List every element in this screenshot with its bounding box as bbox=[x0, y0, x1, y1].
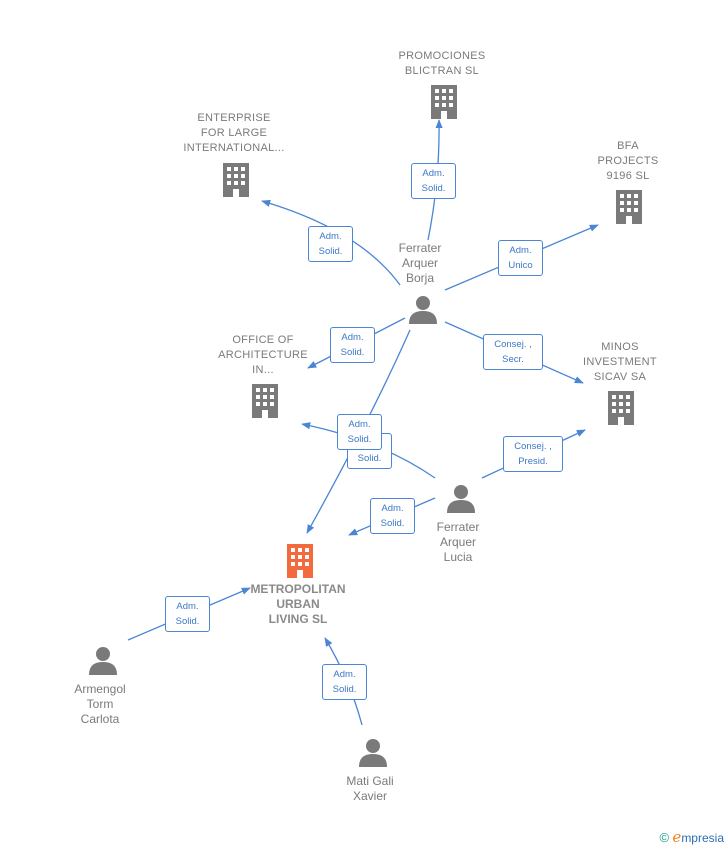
company-label-office[interactable]: OFFICE OF ARCHITECTURE IN... bbox=[218, 334, 308, 376]
enterprise-building-icon[interactable] bbox=[223, 163, 249, 197]
copyright-icon: © bbox=[659, 830, 670, 845]
edge-label-lucia-metropolitan: Adm. Solid. bbox=[370, 498, 415, 534]
metropolitan-building-icon[interactable] bbox=[287, 544, 313, 578]
edge-label-borja-office: Adm. Solid. bbox=[330, 327, 375, 363]
promociones-building-icon[interactable] bbox=[431, 85, 457, 119]
bfa-building-icon[interactable] bbox=[616, 190, 642, 224]
brand-initial: e bbox=[672, 828, 682, 846]
office-building-icon[interactable] bbox=[252, 384, 278, 418]
mati-person-icon[interactable] bbox=[359, 739, 387, 767]
minos-building-icon[interactable] bbox=[608, 391, 634, 425]
edge-label-mati-metropolitan: Adm. Solid. bbox=[322, 664, 367, 700]
borja-person-icon[interactable] bbox=[409, 296, 437, 324]
edge-label-borja-promociones: Adm. Solid. bbox=[411, 163, 456, 199]
edge-label-borja-enterprise: Adm. Solid. bbox=[308, 226, 353, 262]
company-label-bfa[interactable]: BFA PROJECTS 9196 SL bbox=[597, 140, 659, 182]
edge-label-borja-bfa: Adm. Unico bbox=[498, 240, 543, 276]
company-label-enterprise[interactable]: ENTERPRISE FOR LARGE INTERNATIONAL... bbox=[183, 112, 285, 154]
person-label-borja[interactable]: Ferrater Arquer Borja bbox=[398, 241, 442, 285]
company-label-promociones[interactable]: PROMOCIONES BLICTRAN SL bbox=[398, 50, 486, 77]
lucia-person-icon[interactable] bbox=[447, 485, 475, 513]
person-label-armengol[interactable]: Armengol Torm Carlota bbox=[74, 682, 126, 726]
company-label-metropolitan[interactable]: METROPOLITAN URBAN LIVING SL bbox=[250, 582, 346, 626]
armengol-person-icon[interactable] bbox=[89, 647, 117, 675]
person-label-mati[interactable]: Mati Gali Xavier bbox=[346, 774, 394, 803]
brand-name: mpresia bbox=[681, 831, 724, 845]
edge-label-borja-minos: Consej. , Secr. bbox=[483, 334, 543, 370]
edge-label-armengol-metropolitan: Adm. Solid. bbox=[165, 596, 210, 632]
edge-label-borja-metropolitan: Adm. Solid. bbox=[337, 414, 382, 450]
company-label-minos[interactable]: MINOS INVESTMENT SICAV SA bbox=[583, 341, 657, 383]
person-label-lucia[interactable]: Ferrater Arquer Lucia bbox=[436, 520, 480, 564]
edge-label-lucia-minos: Consej. , Presid. bbox=[503, 436, 563, 472]
empresia-brand[interactable]: © empresia bbox=[659, 828, 724, 846]
